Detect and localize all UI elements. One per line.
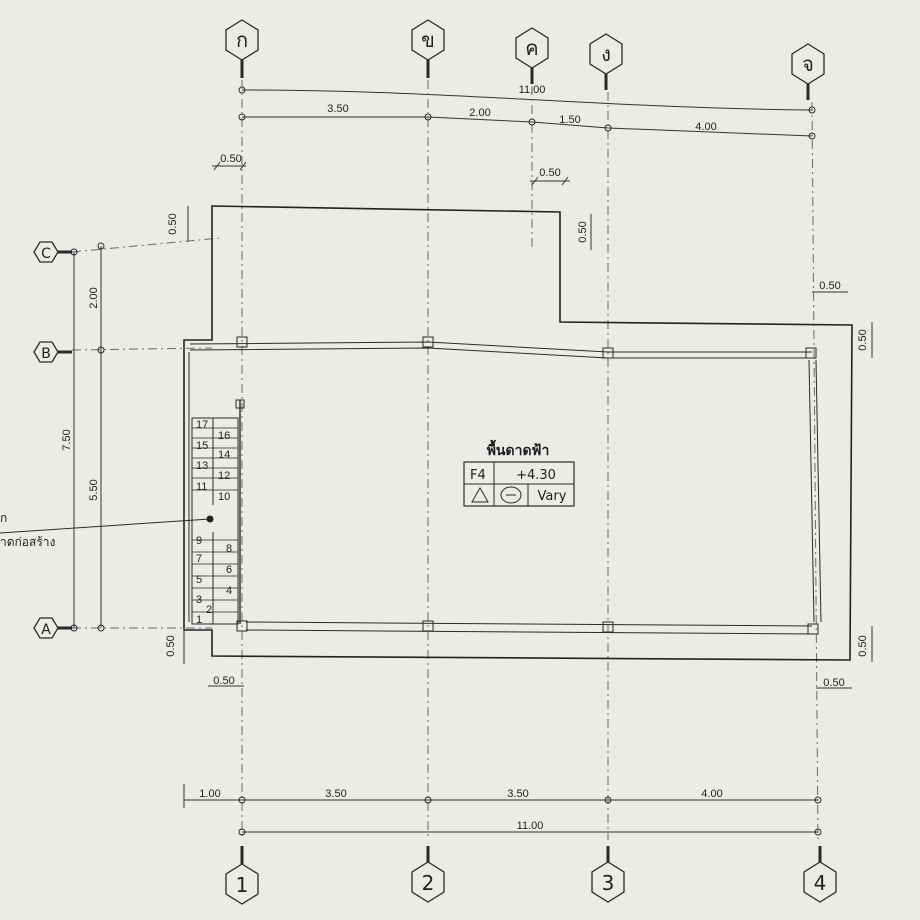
svg-text:15: 15	[196, 440, 208, 452]
svg-text:1.00: 1.00	[199, 788, 220, 800]
svg-text:0.50: 0.50	[213, 675, 234, 687]
offset-dimension-bottom-left-vertical: 0.50	[165, 628, 185, 664]
svg-text:14: 14	[218, 449, 230, 461]
svg-text:1: 1	[196, 614, 202, 626]
grid-lines	[71, 80, 819, 841]
svg-text:จ: จ	[802, 52, 814, 76]
svg-text:3: 3	[602, 871, 615, 895]
grid-bubble-left-B: B	[33, 341, 72, 363]
grid-bubble-top-3: ค	[515, 27, 549, 84]
svg-text:5: 5	[196, 574, 202, 586]
svg-text:8: 8	[226, 543, 232, 555]
grid-bubble-top-1: ก	[225, 19, 259, 78]
svg-text:13: 13	[196, 460, 208, 472]
grid-bubble-top-4: ง	[589, 33, 623, 90]
svg-text:4: 4	[226, 585, 232, 597]
svg-text:9: 9	[196, 535, 202, 547]
columns	[236, 336, 819, 635]
room-note: Vary	[538, 489, 567, 504]
bottom-total-dimension: 11.00	[238, 820, 822, 836]
svg-text:ค: ค	[525, 36, 538, 60]
svg-text:3.50: 3.50	[507, 788, 528, 800]
svg-text:0.50: 0.50	[819, 280, 840, 292]
svg-text:0.50: 0.50	[539, 167, 560, 179]
svg-text:0.50: 0.50	[167, 213, 179, 234]
svg-text:ข: ข	[421, 28, 435, 52]
svg-text:0.50: 0.50	[857, 329, 869, 350]
svg-text:4.00: 4.00	[701, 788, 722, 800]
grid-bubble-left-C: C	[33, 241, 72, 263]
svg-text:ก: ก	[236, 28, 248, 52]
svg-text:7: 7	[196, 553, 202, 565]
svg-text:1.50: 1.50	[559, 114, 580, 126]
svg-text:2.00: 2.00	[469, 107, 490, 119]
grid-bubble-bottom-2: 2	[411, 846, 445, 903]
svg-text:11: 11	[196, 481, 207, 493]
svg-text:16: 16	[218, 430, 230, 442]
svg-text:ง: ง	[601, 42, 611, 66]
svg-text:6: 6	[226, 564, 232, 576]
svg-text:4: 4	[814, 871, 827, 895]
left-segment-dimensions: 2.00 5.50	[88, 242, 105, 632]
offset-dimension-top-vertical-left: 0.50	[167, 206, 189, 242]
svg-text:0.50: 0.50	[220, 153, 241, 165]
svg-text:พื้นดาดฟ้า: พื้นดาดฟ้า	[487, 439, 550, 459]
svg-text:4.00: 4.00	[695, 121, 716, 133]
svg-text:2: 2	[206, 604, 212, 616]
svg-text:0.50: 0.50	[823, 677, 844, 689]
svg-text:17: 17	[196, 419, 208, 431]
building-outline	[183, 205, 853, 661]
grid-bubble-left-A: A	[33, 617, 72, 639]
bottom-segment-dimensions: 1.00 3.50 3.50 4.00	[183, 784, 822, 808]
svg-text:B: B	[41, 346, 51, 362]
svg-text:0.50: 0.50	[857, 635, 869, 656]
svg-text:2: 2	[422, 871, 435, 895]
grid-bubble-top-5: จ	[791, 43, 825, 100]
offset-dimension-right-vertical-bottom: 0.50	[857, 626, 873, 662]
offset-dimension-right-vertical-top: 0.50	[857, 322, 873, 358]
svg-text:1: 1	[236, 873, 249, 897]
svg-text:A: A	[41, 622, 51, 638]
offset-dimension-top-mid: 0.50	[530, 167, 570, 186]
svg-text:2.00: 2.00	[88, 287, 100, 308]
grid-bubble-bottom-4: 4	[803, 846, 837, 903]
room-code: F4	[470, 468, 486, 483]
svg-text:7.50: 7.50	[61, 429, 73, 450]
svg-text:12: 12	[218, 470, 230, 482]
grid-bubble-bottom-1: 1	[225, 846, 259, 905]
left-note-line-1: ก	[0, 511, 7, 525]
svg-text:10: 10	[218, 491, 230, 503]
svg-text:0.50: 0.50	[165, 635, 177, 656]
svg-text:C: C	[41, 246, 51, 262]
svg-text:3: 3	[196, 594, 202, 606]
left-total-dimension: 7.50	[61, 248, 78, 632]
svg-text:11.00: 11.00	[517, 820, 544, 832]
offset-dimension-bottom-right: 0.50	[816, 677, 852, 689]
room-level: +4.30	[516, 468, 556, 483]
offset-dimension-right-top: 0.50	[812, 280, 848, 293]
left-note-line-2: าดก่อสร้าง	[0, 535, 55, 549]
svg-text:3.50: 3.50	[327, 103, 348, 115]
offset-dimension-top-vertical-mid: 0.50	[577, 214, 592, 250]
offset-dimension-top-left: 0.50	[212, 153, 247, 171]
grid-bubble-top-2: ข	[411, 19, 445, 78]
svg-text:5.50: 5.50	[88, 479, 100, 500]
room-label: พื้นดาดฟ้า F4 +4.30 Vary	[463, 439, 575, 507]
svg-text:0.50: 0.50	[577, 221, 589, 242]
svg-text:3.50: 3.50	[325, 788, 346, 800]
grid-bubble-bottom-3: 3	[591, 846, 625, 903]
staircase: 17 16 15 14 13 12 11 10 9 8 7 6 5 4 3 2 …	[0, 399, 245, 626]
offset-dimension-bottom-left: 0.50	[208, 675, 244, 687]
